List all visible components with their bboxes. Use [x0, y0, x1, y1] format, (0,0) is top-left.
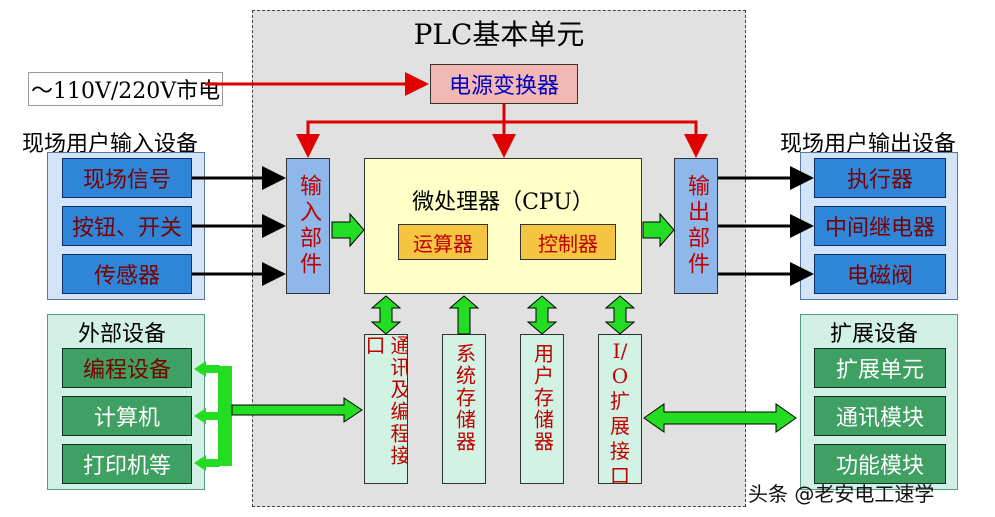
cpu-to-output-arrow [642, 212, 675, 248]
input-device-button-switch: 按钮、开关 [62, 206, 192, 246]
input-device-field-signal: 现场信号 [62, 158, 192, 198]
input-unit-box: 输入部件 [286, 158, 330, 294]
external-device-printer: 打印机等 [62, 444, 192, 484]
expansion-devices-title: 扩展设备 [830, 322, 919, 347]
cpu-comm-double-arrow [370, 295, 402, 335]
cpu-title: 微处理器（CPU） [412, 190, 594, 215]
alu-box: 运算器 [398, 224, 488, 260]
external-device-computer: 计算机 [62, 396, 192, 436]
output-unit-box: 输出部件 [674, 158, 718, 294]
output-device-relay: 中间继电器 [814, 206, 946, 246]
external-device-programming: 编程设备 [62, 348, 192, 388]
mains-power-label: ～110V/220V市电 [28, 72, 224, 106]
printer-arrow [194, 455, 220, 471]
cpu-system-memory-arrow [448, 295, 480, 335]
external-bus-bar [218, 366, 232, 466]
io-to-expansion-double-arrow [643, 403, 797, 433]
input-device-sensor: 传感器 [62, 254, 192, 294]
external-devices-title: 外部设备 [78, 322, 167, 347]
plc-title: PLC基本单元 [413, 18, 585, 51]
programming-device-arrow [194, 361, 220, 377]
user-memory-box: 用户存储器 [520, 334, 564, 484]
output-device-actuator: 执行器 [814, 158, 946, 198]
io-expansion-interface-label: I/O扩展接口 [610, 339, 630, 484]
io-expansion-interface-box: I/O扩展接口 [598, 334, 642, 484]
watermark-text: 头条 @老安电工速学 [748, 482, 935, 506]
controller-box: 控制器 [520, 224, 616, 260]
communication-module: 通讯模块 [814, 396, 946, 436]
expansion-unit: 扩展单元 [814, 348, 946, 388]
system-memory-box: 系统存储器 [442, 334, 486, 484]
cpu-io-double-arrow [604, 295, 636, 335]
bus-to-comm-arrow [231, 397, 363, 423]
comm-programming-interface-box: 通讯及编程接口 [364, 334, 408, 484]
input-to-cpu-arrow [331, 212, 365, 248]
computer-arrow [194, 408, 220, 424]
converter-distribution-line [306, 120, 698, 150]
comm-programming-interface-label: 通讯及编程接口 [364, 335, 408, 467]
output-device-solenoid-valve: 电磁阀 [814, 254, 946, 294]
function-module: 功能模块 [814, 444, 946, 484]
power-converter-box: 电源变换器 [430, 64, 578, 104]
cpu-user-memory-double-arrow [526, 295, 558, 335]
